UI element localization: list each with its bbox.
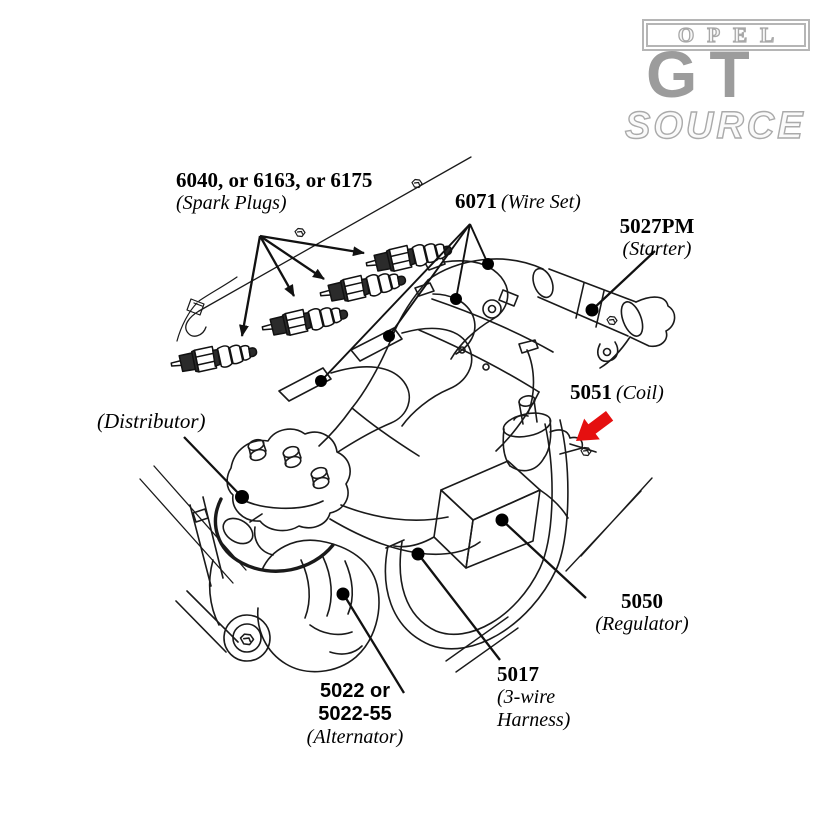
- regulator-leader: [502, 520, 587, 599]
- spark-plugs-label: 6040, or 6163, or 6175 (Spark Plugs): [176, 168, 373, 215]
- gt-logo-text: GT: [646, 37, 762, 111]
- starter-leader: [592, 250, 656, 310]
- opel-logo-box: OPEL: [642, 19, 810, 51]
- coil-drawing: [502, 395, 597, 472]
- alternator-label: 5022 or 5022-55 (Alternator): [306, 680, 404, 748]
- wire-set-leaders: [320, 223, 489, 382]
- engine-line-art: [139, 156, 676, 673]
- wire-set-label: 6071 (Wire Set): [455, 189, 581, 214]
- harness-leader: [418, 554, 501, 661]
- distributor-drawing: [222, 428, 351, 556]
- regulator-label: 5050 (Regulator): [595, 589, 689, 636]
- alternator-drawing: [175, 496, 380, 673]
- spark-plug-arrow: [259, 234, 365, 257]
- opel-logo-text: OPEL: [677, 22, 788, 47]
- coil-highlight-arrow-icon: [576, 411, 614, 441]
- harness-drawing: [384, 419, 569, 650]
- coil-label: 5051 (Coil): [570, 380, 664, 405]
- engine-block-drawing: [318, 258, 569, 519]
- callout-dots: [235, 258, 599, 601]
- source-logo-text: SOURCE: [624, 104, 806, 147]
- starter-drawing: [532, 267, 676, 369]
- alternator-leader: [343, 594, 405, 694]
- spark-plug-arrow: [239, 235, 262, 337]
- spark-plug-icon: [168, 338, 259, 377]
- opel-logo-inner-border: OPEL: [646, 22, 806, 47]
- spark-plug-arrow: [258, 235, 296, 297]
- plug-wires-drawing: [278, 254, 539, 556]
- callout-leaders: [183, 223, 656, 694]
- distributor-leader: [183, 436, 242, 497]
- regulator-drawing: [433, 460, 541, 569]
- spark-plug-icon: [317, 267, 409, 307]
- starter-label: 5027PM (Starter): [619, 214, 695, 261]
- distributor-label: (Distributor): [97, 409, 206, 433]
- harness-label: 5017 (3-wire Harness): [497, 662, 571, 732]
- spark-plug-arrow: [259, 235, 325, 280]
- spark-plug-icon: [259, 301, 351, 341]
